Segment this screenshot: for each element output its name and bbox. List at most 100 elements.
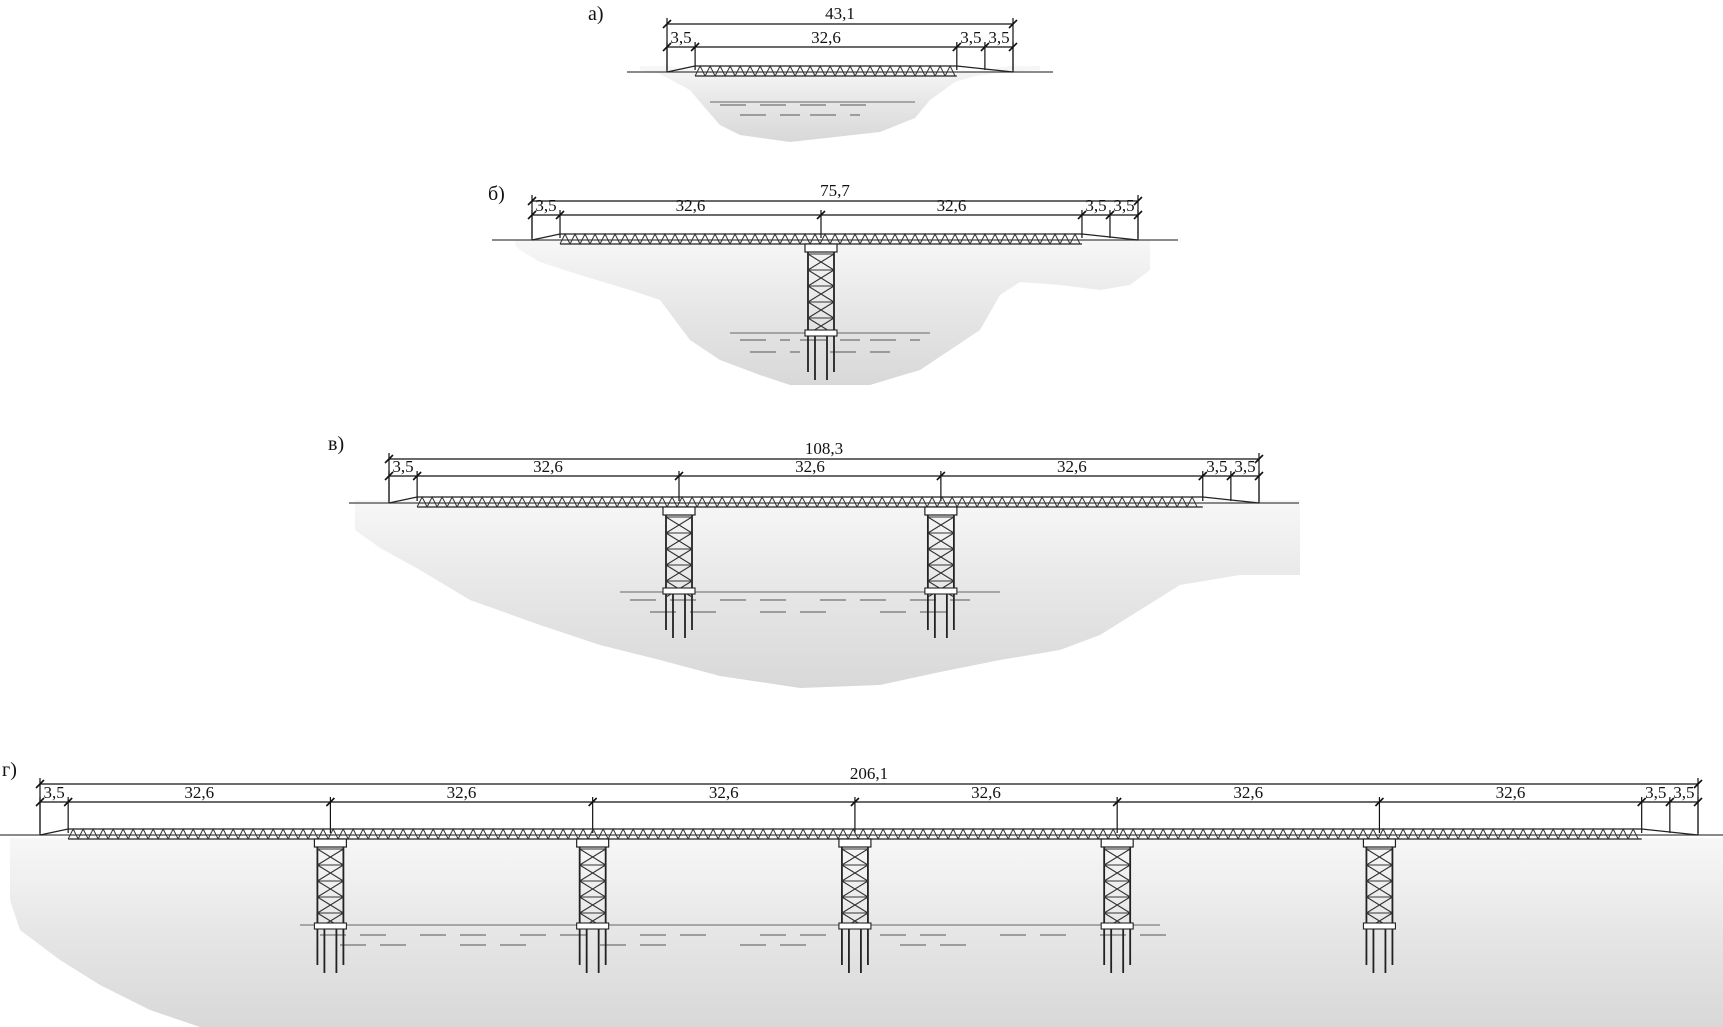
- dimension-tick: [952, 42, 962, 52]
- approach-left: [388, 496, 418, 504]
- pier-bracing: [841, 848, 869, 930]
- segment-length-label: 32,6: [1233, 783, 1263, 802]
- dimension-tick: [1637, 797, 1647, 807]
- segment-length-label: 3,5: [1234, 457, 1255, 476]
- ground-profile: [355, 500, 1300, 688]
- pier-footing: [313, 922, 347, 930]
- pier-footing: [838, 922, 872, 930]
- pier-bracing: [1103, 848, 1131, 930]
- dimension-tick: [1665, 797, 1675, 807]
- ground-profile: [515, 240, 1150, 385]
- segment-length-label: 3,5: [535, 196, 556, 215]
- pier: [804, 243, 838, 380]
- dimension-tick: [662, 19, 672, 29]
- pier: [1100, 838, 1134, 973]
- dimension-tick: [816, 210, 826, 220]
- pier: [576, 838, 610, 973]
- pier-bracing: [807, 253, 835, 335]
- panel-label: г): [2, 759, 17, 781]
- ground-profile: [10, 838, 1723, 1027]
- dimension-tick: [1693, 797, 1703, 807]
- segment-length-label: 32,6: [184, 783, 214, 802]
- pier-cap: [576, 838, 610, 848]
- dimension-tick: [1254, 454, 1264, 464]
- dimension-tick: [35, 779, 45, 789]
- approach-right: [1081, 233, 1139, 241]
- segment-length-label: 3,5: [392, 457, 413, 476]
- dimension-tick: [384, 454, 394, 464]
- panel-label: б): [488, 183, 505, 205]
- pier-footing: [804, 329, 838, 337]
- total-length-label: 43,1: [825, 4, 855, 23]
- segment-length-label: 32,6: [676, 196, 706, 215]
- dimension-tick: [555, 210, 565, 220]
- dimension-tick: [1198, 471, 1208, 481]
- dimension-tick: [325, 797, 335, 807]
- total-length-label: 206,1: [850, 764, 888, 783]
- pier-bracing: [317, 848, 344, 930]
- approach-right: [956, 65, 1014, 73]
- dimension-tick: [1133, 210, 1143, 220]
- dimension-tick: [588, 797, 598, 807]
- dimension-tick: [980, 42, 990, 52]
- segment-length-label: 3,5: [1673, 783, 1694, 802]
- segment-length-label: 3,5: [1206, 457, 1227, 476]
- truss-web: [67, 827, 1639, 840]
- segment-length-label: 32,6: [1057, 457, 1087, 476]
- segment-length-label: 3,5: [1113, 196, 1134, 215]
- pier-cap: [838, 838, 872, 848]
- pier: [924, 506, 958, 638]
- pier: [313, 838, 348, 973]
- pier-cap: [804, 243, 838, 253]
- dimension-tick: [1693, 779, 1703, 789]
- dimension-tick: [1374, 797, 1384, 807]
- dimension-tick: [850, 797, 860, 807]
- truss-web: [694, 64, 956, 77]
- dimension-tick: [936, 471, 946, 481]
- segment-length-label: 32,6: [971, 783, 1001, 802]
- pier-cap: [662, 506, 696, 516]
- dimension-tick: [1008, 42, 1018, 52]
- segment-length-label: 32,6: [709, 783, 739, 802]
- pier: [838, 838, 872, 973]
- total-length-label: 75,7: [820, 181, 850, 200]
- dimension-tick: [674, 471, 684, 481]
- truss-web: [559, 232, 1081, 245]
- segment-length-label: 32,6: [447, 783, 477, 802]
- pier-footing: [1362, 922, 1396, 930]
- pier-footing: [662, 587, 696, 595]
- dimension-tick: [527, 210, 537, 220]
- dimension-tick: [1112, 797, 1122, 807]
- dimension-tick: [1105, 210, 1115, 220]
- truss-web: [416, 495, 1198, 508]
- ground-profile: [640, 66, 1040, 142]
- panel-2: б) 75,7 3,5 32,6 32,6 3,5 3,5: [488, 181, 1178, 385]
- segment-length-label: 3,5: [670, 28, 691, 47]
- segment-length-label: 3,5: [960, 28, 981, 47]
- approach-left: [666, 65, 696, 73]
- dimension-tick: [412, 471, 422, 481]
- dimension-tick: [1254, 471, 1264, 481]
- approach-left: [39, 828, 69, 836]
- total-length-label: 108,3: [805, 439, 843, 458]
- pier-cap: [1100, 838, 1134, 848]
- segment-length-label: 3,5: [43, 783, 64, 802]
- panel-label: а): [588, 3, 604, 25]
- segment-length-label: 3,5: [1645, 783, 1666, 802]
- pier-cap: [1362, 838, 1397, 848]
- dimension-tick: [35, 797, 45, 807]
- dimension-tick: [384, 471, 394, 481]
- segment-length-label: 3,5: [1085, 196, 1106, 215]
- approach-right: [1641, 828, 1699, 836]
- segment-length-label: 32,6: [937, 196, 967, 215]
- approach-left: [531, 233, 561, 241]
- dimension-tick: [527, 196, 537, 206]
- dimension-tick: [690, 42, 700, 52]
- pier: [1362, 838, 1397, 973]
- pier-footing: [576, 922, 610, 930]
- pier-cap: [924, 506, 958, 516]
- dimension-tick: [63, 797, 73, 807]
